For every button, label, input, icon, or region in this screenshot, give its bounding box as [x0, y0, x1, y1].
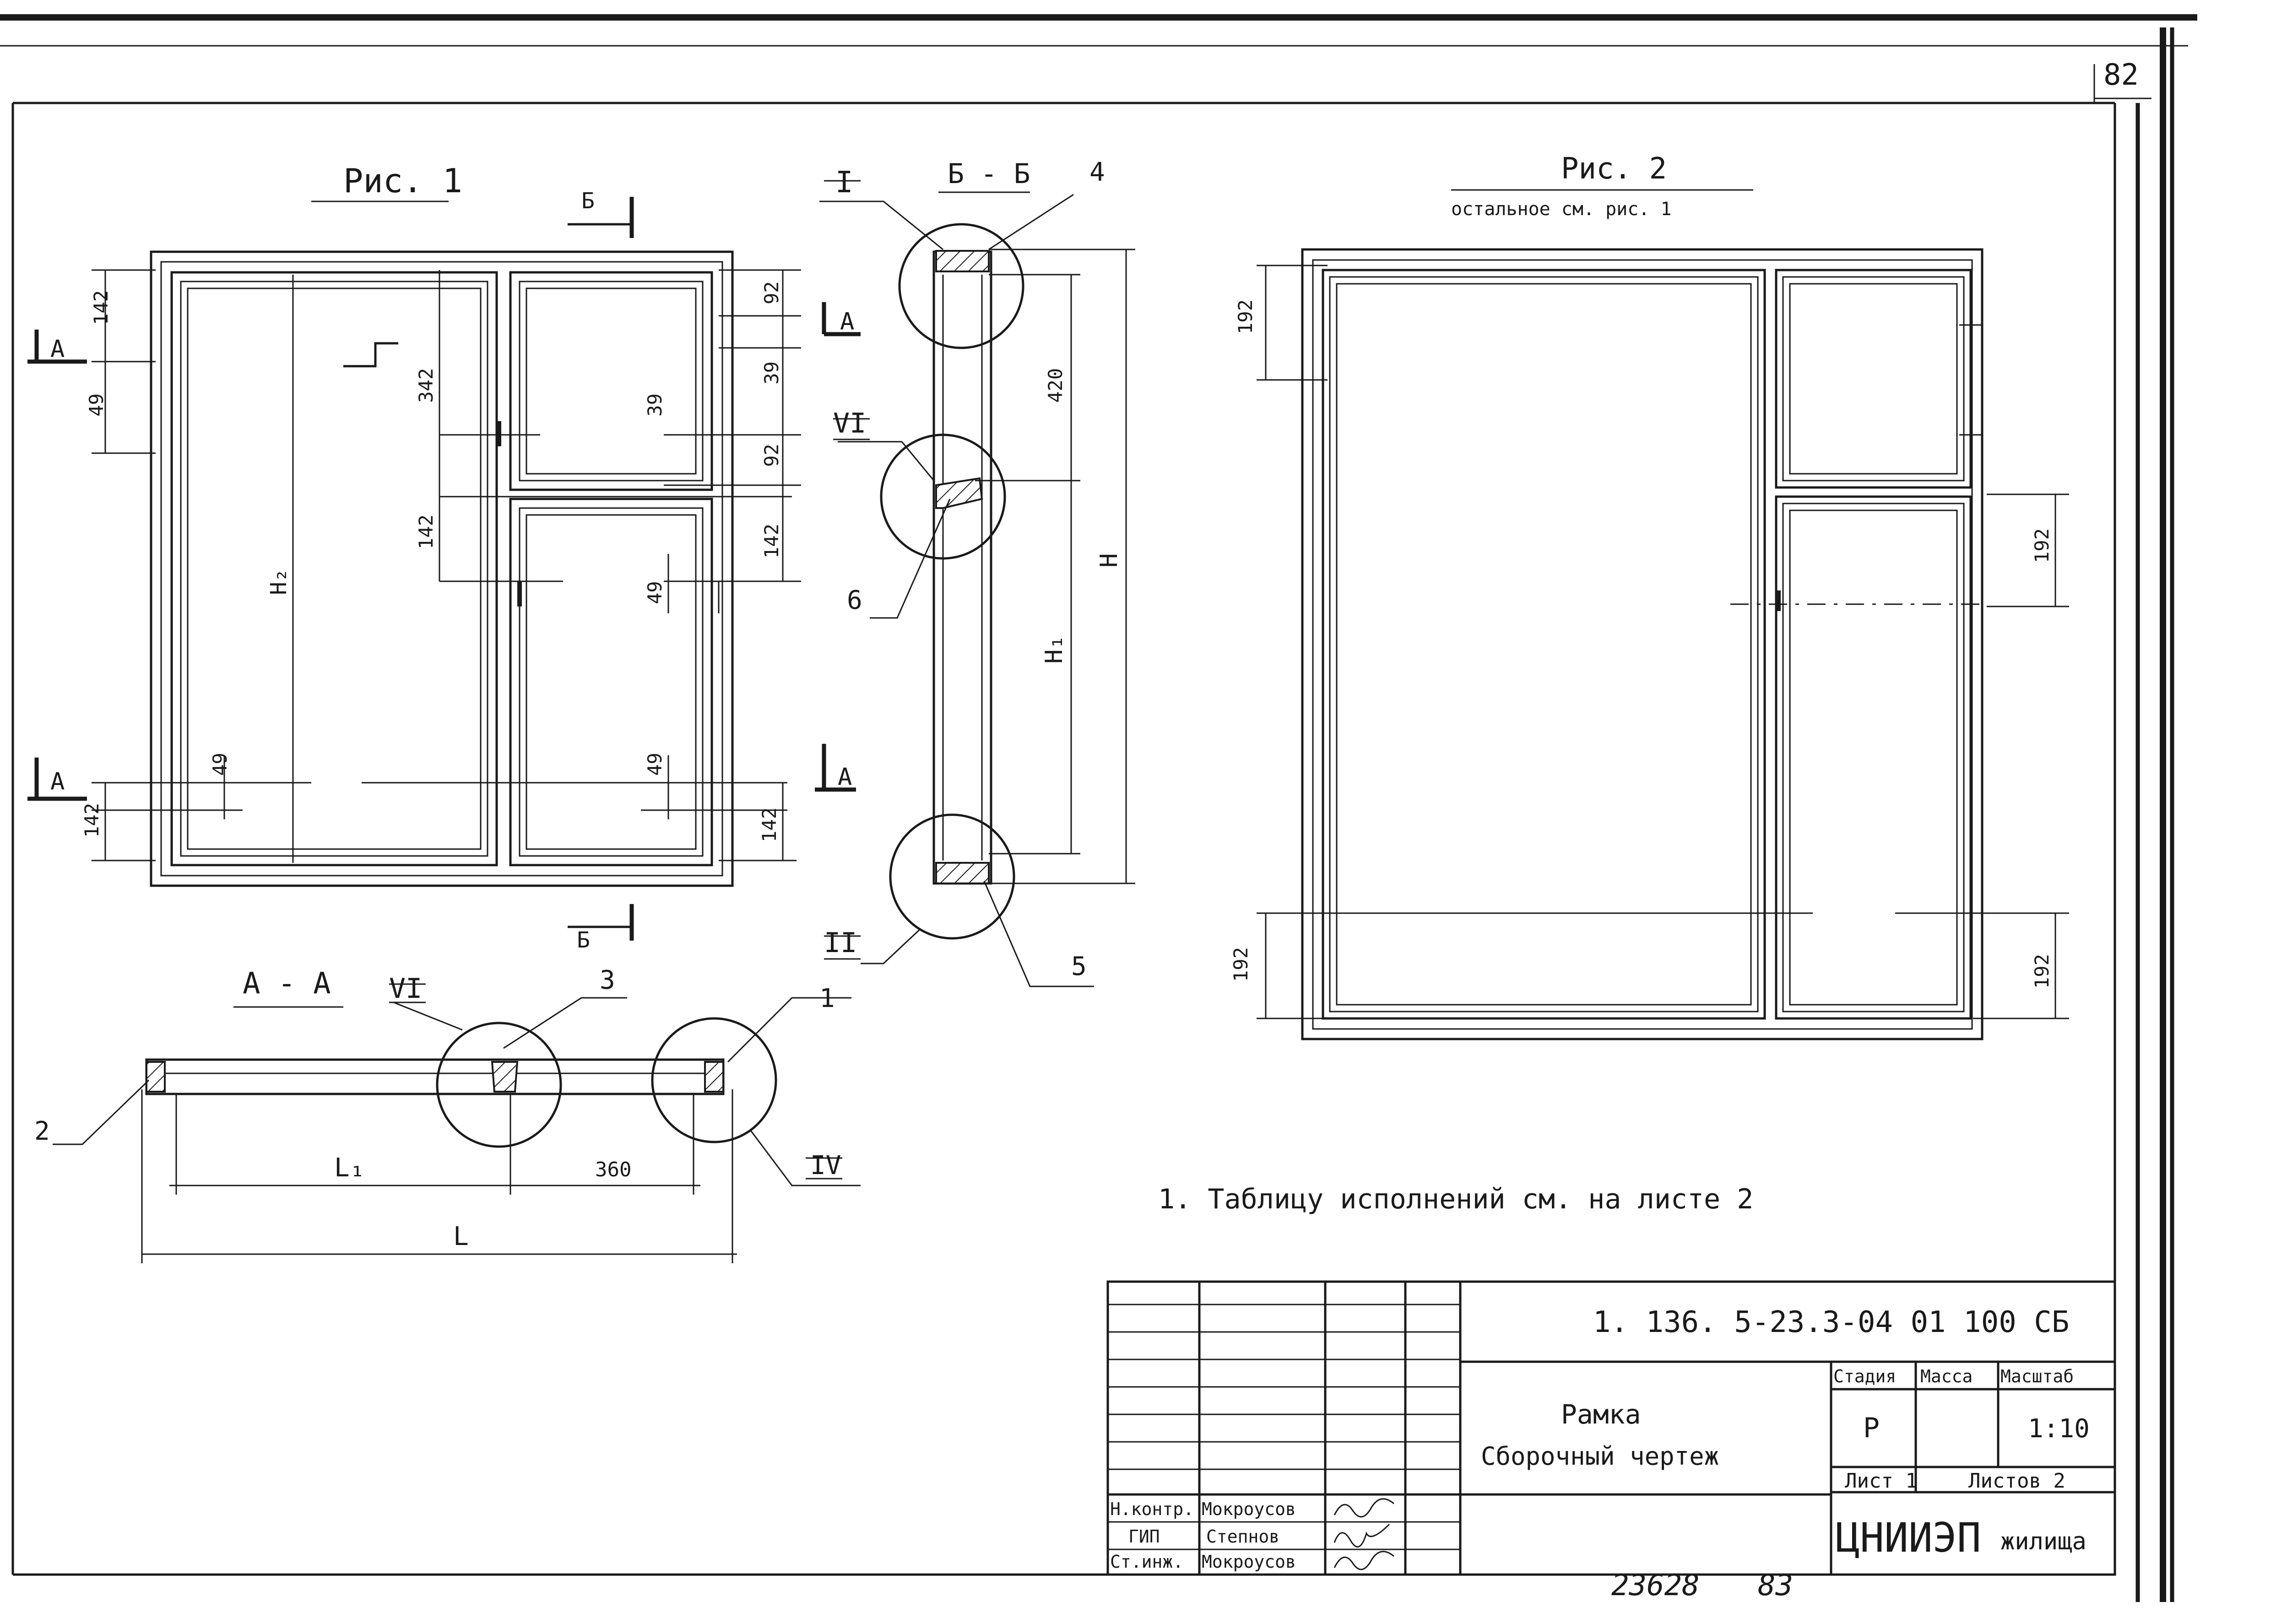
sheets-label: Листов 2 [1968, 1469, 2065, 1493]
signature-name-3: Мокроусов [1202, 1552, 1296, 1572]
detail-ii-label: II [824, 927, 857, 959]
dim-192-top-left: 192 [1234, 299, 1257, 334]
dim-192-right-mid: 192 [2031, 528, 2053, 563]
detail-vi-bb-label: VI [833, 407, 866, 439]
callout-4: 4 [1089, 157, 1105, 187]
fig2-title: Рис. 2 [1561, 152, 1667, 186]
handwritten-signatures [1333, 1498, 1394, 1570]
signature-role-2: ГИП [1128, 1527, 1160, 1547]
section-marker-a-left-bottom: А [50, 768, 65, 796]
inventory-number: 23628 [1611, 1569, 1700, 1602]
dim-h2: H₂ [266, 568, 292, 595]
section-aa-view [53, 983, 861, 1263]
dim-142-top-left: 142 [90, 290, 112, 325]
dim-142-bottom-left: 142 [81, 803, 103, 838]
dim-49-mid: 49 [644, 581, 666, 604]
scale-header: Масштаб [2000, 1366, 2074, 1386]
mass-header: Масса [1920, 1366, 1973, 1386]
callout-5: 5 [1071, 952, 1087, 981]
callout-1: 1 [819, 984, 835, 1013]
callout-3: 3 [600, 965, 615, 995]
dim-420: 420 [1044, 368, 1067, 403]
signature-name-2: Степнов [1206, 1527, 1279, 1547]
sheet-frame [0, 14, 2197, 1602]
dim-92-mid: 92 [760, 444, 783, 467]
signature-role-1: Н.контр. [1110, 1499, 1194, 1519]
document-code: 1. 136. 5-23.3-04 01 100 СБ [1593, 1305, 2069, 1339]
detail-iv-label: IV [810, 1151, 841, 1180]
dim-39-mid: 39 [644, 393, 666, 417]
fig1-front-view [27, 197, 861, 941]
detail-i-label: I [835, 166, 853, 200]
title-block [1106, 1280, 2116, 1576]
dim-49-left: 49 [85, 393, 108, 417]
dim-39-top: 39 [760, 361, 783, 384]
organization-logo: ЦНИИЭП [1836, 1514, 1981, 1561]
dim-49-bottom-left: 49 [209, 752, 231, 776]
signature-role-3: Ст.инж. [1110, 1552, 1183, 1572]
stage-value: Р [1863, 1412, 1880, 1444]
drawing-title-line1: Рамка [1561, 1399, 1641, 1430]
section-marker-b-top: Б [581, 188, 595, 214]
fig2-subtitle: остальное см. рис. 1 [1451, 199, 1672, 220]
callout-2: 2 [34, 1116, 50, 1146]
section-aa-title: А - А [243, 967, 331, 1001]
archive-page-number: 83 [1758, 1569, 1793, 1602]
signature-name-1: Мокроусов [1202, 1499, 1296, 1519]
dim-49-bottom-right: 49 [644, 752, 666, 776]
section-bb-view [819, 180, 1135, 987]
dim-142-bottom-right: 142 [758, 807, 780, 842]
dim-360: 360 [595, 1158, 631, 1181]
section-marker-a-left-top: А [50, 336, 65, 363]
section-marker-b-bottom: Б [577, 927, 590, 953]
section-marker-a-right-top: А [840, 308, 854, 336]
dim-l1: L₁ [334, 1153, 365, 1183]
sheet-number: 82 [2103, 58, 2139, 92]
dim-h: H [1095, 553, 1123, 568]
dim-192-bottom-left: 192 [1230, 947, 1252, 982]
callout-6: 6 [847, 585, 862, 615]
fig2-front-view [1257, 189, 2069, 1040]
general-note: 1. Таблицу исполнений см. на листе 2 [1158, 1183, 1753, 1215]
dim-l: L [453, 1222, 469, 1251]
stage-header: Стадия [1833, 1366, 1896, 1386]
dim-142-mid-right: 142 [760, 524, 783, 558]
dim-92-top: 92 [760, 281, 783, 304]
section-marker-a-right-bottom: А [838, 763, 852, 791]
detail-vi-aa-label: VI [389, 973, 422, 1005]
sheet-label: Лист 1 [1845, 1469, 1918, 1493]
dim-h1: H₁ [1041, 635, 1068, 664]
fig1-title: Рис. 1 [343, 162, 462, 200]
dim-142-mid-left: 142 [415, 514, 437, 549]
scale-value: 1:10 [2028, 1414, 2090, 1444]
organization-name: жилища [2000, 1528, 2086, 1555]
dim-342: 342 [415, 368, 437, 403]
drawing-title-line2: Сборочный чертеж [1481, 1442, 1719, 1471]
dim-192-bottom-right: 192 [2031, 954, 2053, 989]
section-bb-title: Б - Б [948, 158, 1030, 190]
